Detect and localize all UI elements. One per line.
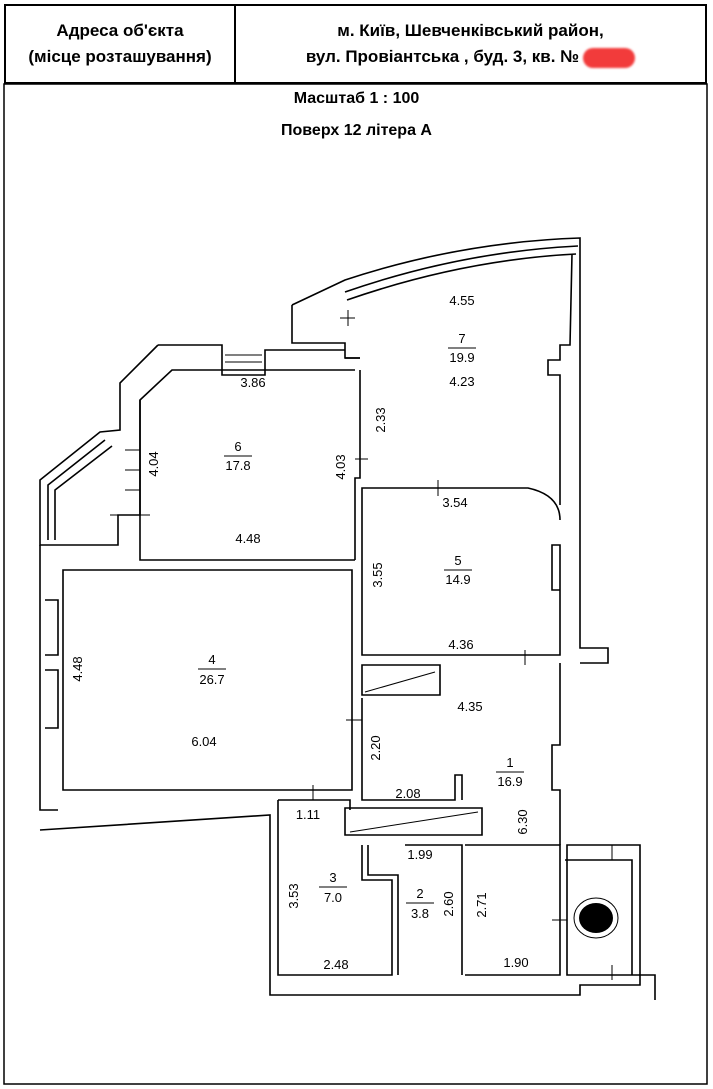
room-6-area: 17.8: [225, 458, 250, 473]
address-line1: м. Київ, Шевченківський район,: [337, 21, 604, 40]
room-5-area: 14.9: [445, 572, 470, 587]
ventilation-shaft-ring: [573, 897, 619, 939]
dim-r4-left: 4.48: [70, 656, 85, 681]
dim-r2-top: 1.99: [407, 847, 432, 862]
address-value-cell: м. Київ, Шевченківський район, вул. Пров…: [236, 6, 705, 82]
room-5-number: 5: [454, 553, 461, 568]
address-label-line2: (місце розташування): [28, 47, 212, 66]
dim-r5-left: 3.55: [370, 562, 385, 587]
dimension-labels: 4.55 4.23 2.33 3.86 4.04 4.03 4.48 3.54 …: [70, 293, 530, 972]
dim-r5-top: 3.54: [442, 495, 467, 510]
room-4-area: 26.7: [199, 672, 224, 687]
dim-r6-top: 3.86: [240, 375, 265, 390]
dim-r3-bottom: 2.48: [323, 957, 348, 972]
room-2-number: 2: [416, 886, 423, 901]
room-3-number: 3: [329, 870, 336, 885]
room-7-number: 7: [458, 331, 465, 346]
address-header: Адреса об'єкта (місце розташування) м. К…: [4, 4, 707, 84]
dim-hall-bottom: 2.08: [395, 786, 420, 801]
dim-r1-bottom: 1.90: [503, 955, 528, 970]
dim-r6-left: 4.04: [146, 451, 161, 476]
dim-r1-lower: 2.71: [474, 892, 489, 917]
address-label-cell: Адреса об'єкта (місце розташування): [6, 6, 236, 82]
dim-r2-right: 2.60: [441, 891, 456, 916]
dim-r7-left: 2.33: [373, 407, 388, 432]
scale-title: Масштаб 1 : 100: [293, 90, 420, 107]
page-frame: [3, 83, 708, 1085]
address-line2-wrap: вул. Провіантська , буд. 3, кв. №: [305, 44, 636, 70]
dim-r6-bottom: 4.48: [235, 531, 260, 546]
dim-r3-top: 1.11: [296, 807, 320, 822]
room-2-area: 3.8: [411, 906, 429, 921]
address-label-line1: Адреса об'єкта: [56, 21, 184, 40]
door-marks: [110, 310, 613, 980]
room-1-area: 16.9: [497, 774, 522, 789]
redaction-mark: [583, 47, 636, 68]
plan-walls: [39, 237, 656, 1000]
dim-r1-right: 6.30: [515, 809, 530, 834]
address-line2: вул. Провіантська , буд. 3, кв. №: [305, 47, 580, 66]
room-7-area: 19.9: [449, 350, 474, 365]
room-labels: 7 19.9 6 17.8 5 14.9 4 26.7 1 16.9 3 7.0…: [198, 331, 524, 921]
room-4-number: 4: [208, 652, 215, 667]
dim-r1-left: 2.20: [368, 735, 383, 760]
dim-r3-left: 3.53: [286, 883, 301, 908]
ventilation-shaft: [579, 903, 613, 933]
dim-r7-bottom: 4.23: [449, 374, 474, 389]
dim-r6-right: 4.03: [333, 454, 348, 479]
room-3-area: 7.0: [324, 890, 342, 905]
dim-r5-bottom: 4.36: [448, 637, 473, 652]
room-1-number: 1: [506, 755, 513, 770]
floor-title: Поверх 12 літера А: [281, 122, 432, 139]
dim-r1-top: 4.35: [457, 699, 482, 714]
dim-r4-bottom: 6.04: [191, 734, 216, 749]
room-6-number: 6: [234, 439, 241, 454]
dim-r7-top: 4.55: [449, 293, 474, 308]
